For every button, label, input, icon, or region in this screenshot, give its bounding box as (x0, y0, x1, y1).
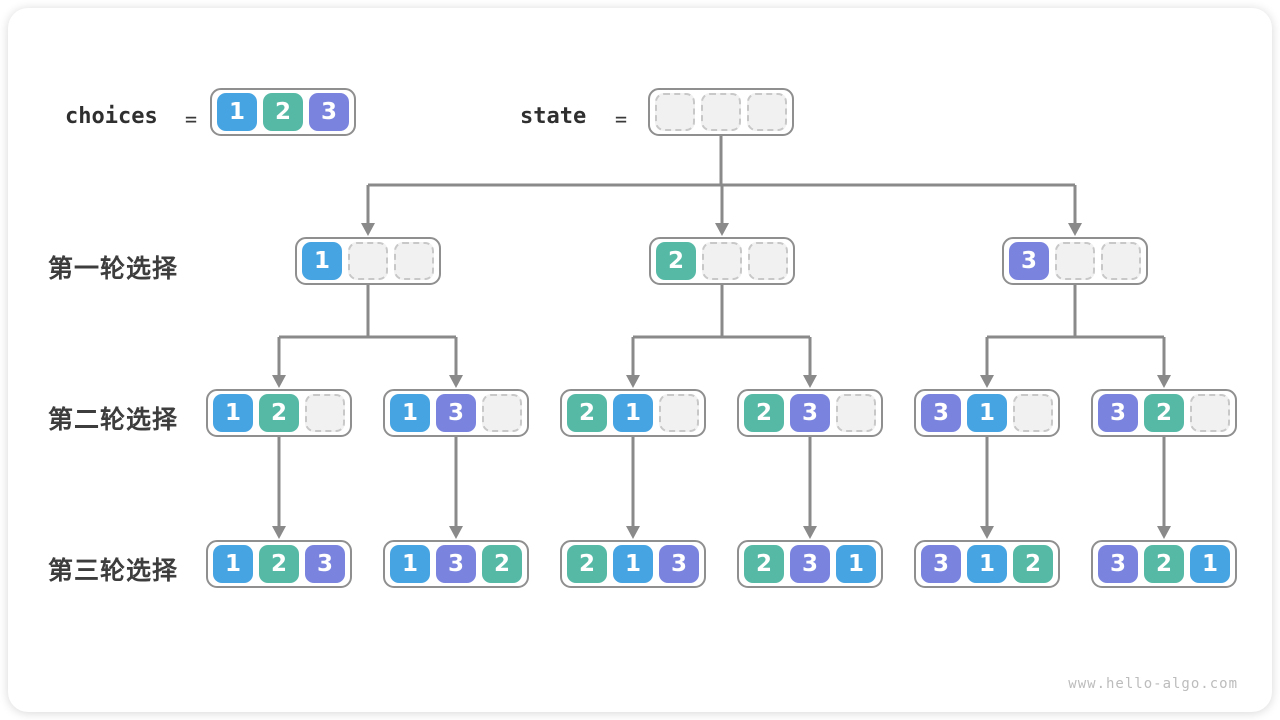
value-cell-3: 3 (1009, 242, 1049, 280)
value-cell-3: 3 (659, 545, 699, 583)
watermark-url: www.hello-algo.com (1068, 676, 1238, 692)
value-cell-3: 3 (1098, 394, 1138, 432)
value-cell-2: 2 (259, 545, 299, 583)
empty-slot (659, 394, 699, 432)
state-equals-sign: = (615, 107, 628, 131)
value-cell-1: 1 (217, 93, 257, 131)
value-cell-1: 1 (213, 394, 253, 432)
empty-slot (747, 93, 787, 131)
empty-slot (655, 93, 695, 131)
round-1-state-box-2: 2 (649, 237, 795, 285)
value-cell-2: 2 (656, 242, 696, 280)
empty-slot (482, 394, 522, 432)
value-cell-3: 3 (305, 545, 345, 583)
value-cell-1: 1 (302, 242, 342, 280)
state-box (648, 88, 794, 136)
empty-slot (348, 242, 388, 280)
choices-label: choices (65, 104, 158, 129)
value-cell-1: 1 (613, 545, 653, 583)
round-1-state-box-3: 3 (1002, 237, 1148, 285)
value-cell-2: 2 (567, 545, 607, 583)
value-cell-3: 3 (436, 545, 476, 583)
round-1-state-box-1: 1 (295, 237, 441, 285)
value-cell-3: 3 (309, 93, 349, 131)
row-label-round-3: 第三轮选择 (48, 556, 179, 585)
value-cell-2: 2 (744, 545, 784, 583)
value-cell-2: 2 (482, 545, 522, 583)
empty-slot (748, 242, 788, 280)
empty-slot (1190, 394, 1230, 432)
row-label-round-1: 第一轮选择 (48, 254, 179, 283)
value-cell-2: 2 (1144, 394, 1184, 432)
value-cell-3: 3 (436, 394, 476, 432)
value-cell-1: 1 (967, 545, 1007, 583)
empty-slot (305, 394, 345, 432)
value-cell-1: 1 (213, 545, 253, 583)
value-cell-1: 1 (967, 394, 1007, 432)
value-cell-3: 3 (921, 545, 961, 583)
row-label-round-2: 第二轮选择 (48, 405, 179, 434)
value-cell-3: 3 (790, 394, 830, 432)
value-cell-2: 2 (263, 93, 303, 131)
value-cell-3: 3 (921, 394, 961, 432)
value-cell-3: 3 (1098, 545, 1138, 583)
empty-slot (1055, 242, 1095, 280)
value-cell-2: 2 (744, 394, 784, 432)
empty-slot (1101, 242, 1141, 280)
value-cell-1: 1 (1190, 545, 1230, 583)
value-cell-2: 2 (1144, 545, 1184, 583)
value-cell-3: 3 (790, 545, 830, 583)
tree-connector-arrows (272, 136, 1171, 539)
value-cell-2: 2 (259, 394, 299, 432)
value-cell-1: 1 (390, 545, 430, 583)
empty-slot (836, 394, 876, 432)
empty-slot (1013, 394, 1053, 432)
empty-slot (394, 242, 434, 280)
permutation-tree-diagram: choices = state = 第一轮选择 第二轮选择 第三轮选择 www.… (8, 8, 1272, 712)
choices-equals-sign: = (185, 107, 198, 131)
value-cell-2: 2 (567, 394, 607, 432)
state-label: state (520, 104, 587, 129)
empty-slot (702, 242, 742, 280)
empty-slot (701, 93, 741, 131)
value-cell-1: 1 (390, 394, 430, 432)
value-cell-1: 1 (613, 394, 653, 432)
value-cell-2: 2 (1013, 545, 1053, 583)
value-cell-1: 1 (836, 545, 876, 583)
